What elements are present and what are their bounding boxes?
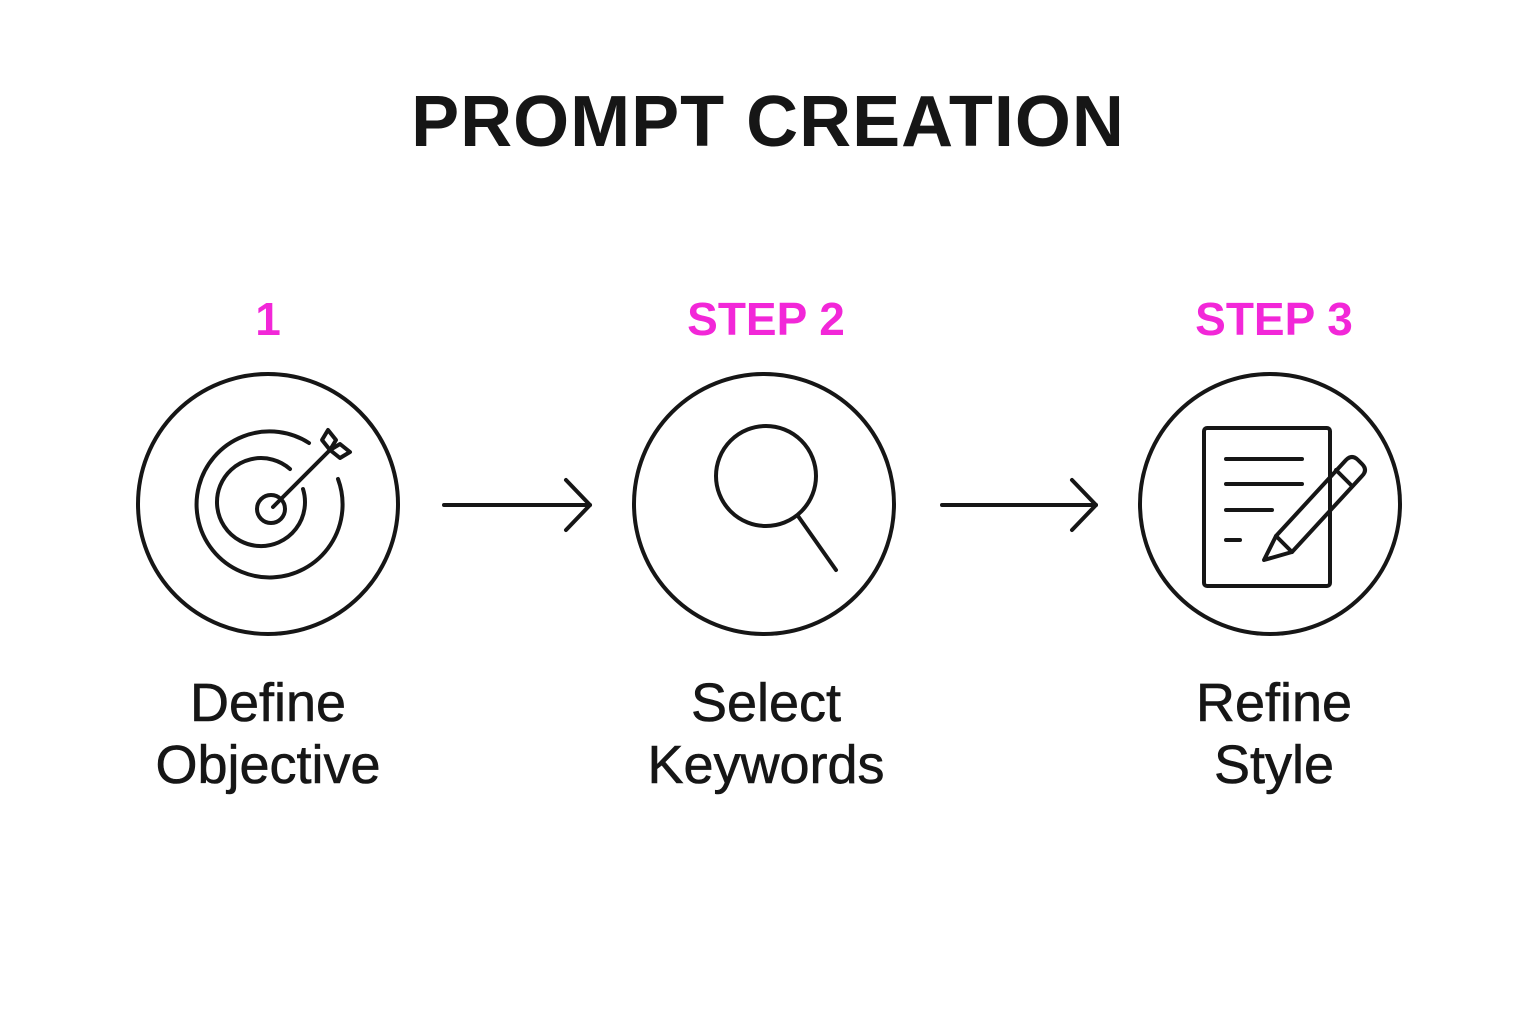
step-1-text-line-1: Define — [189, 673, 347, 734]
step-2-text-line-2: Keywords — [647, 735, 885, 796]
magnifier-icon — [714, 424, 838, 572]
step-2-circle — [632, 372, 896, 636]
step-2: STEP 2 Select Keywords — [586, 0, 946, 1024]
step-3-text-line-1: Refine — [1195, 673, 1353, 734]
step-1-label: 1 — [255, 293, 281, 345]
step-2-label: STEP 2 — [687, 293, 845, 345]
diagram-title: PROMPT CREATION — [411, 82, 1125, 162]
step-2-text-line-1: Select — [690, 673, 842, 734]
step-1-circle — [136, 372, 400, 636]
step-1: 1 Define Objective — [88, 0, 448, 1024]
step-3-label: STEP 3 — [1195, 293, 1353, 345]
document-pencil-icon — [1202, 426, 1367, 588]
step-1-text-line-2: Objective — [155, 735, 381, 796]
step-3-circle — [1138, 372, 1402, 636]
step-1-text: Define Objective — [88, 672, 448, 796]
step-3-text: Refine Style — [1094, 672, 1454, 796]
step-3: STEP 3 Refine Style — [1094, 0, 1454, 1024]
target-arrow-icon — [194, 428, 352, 580]
step-3-text-line-2: Style — [1213, 735, 1335, 796]
arrow-right-icon — [442, 478, 592, 532]
arrow-right-icon — [940, 478, 1098, 532]
step-2-text: Select Keywords — [586, 672, 946, 796]
